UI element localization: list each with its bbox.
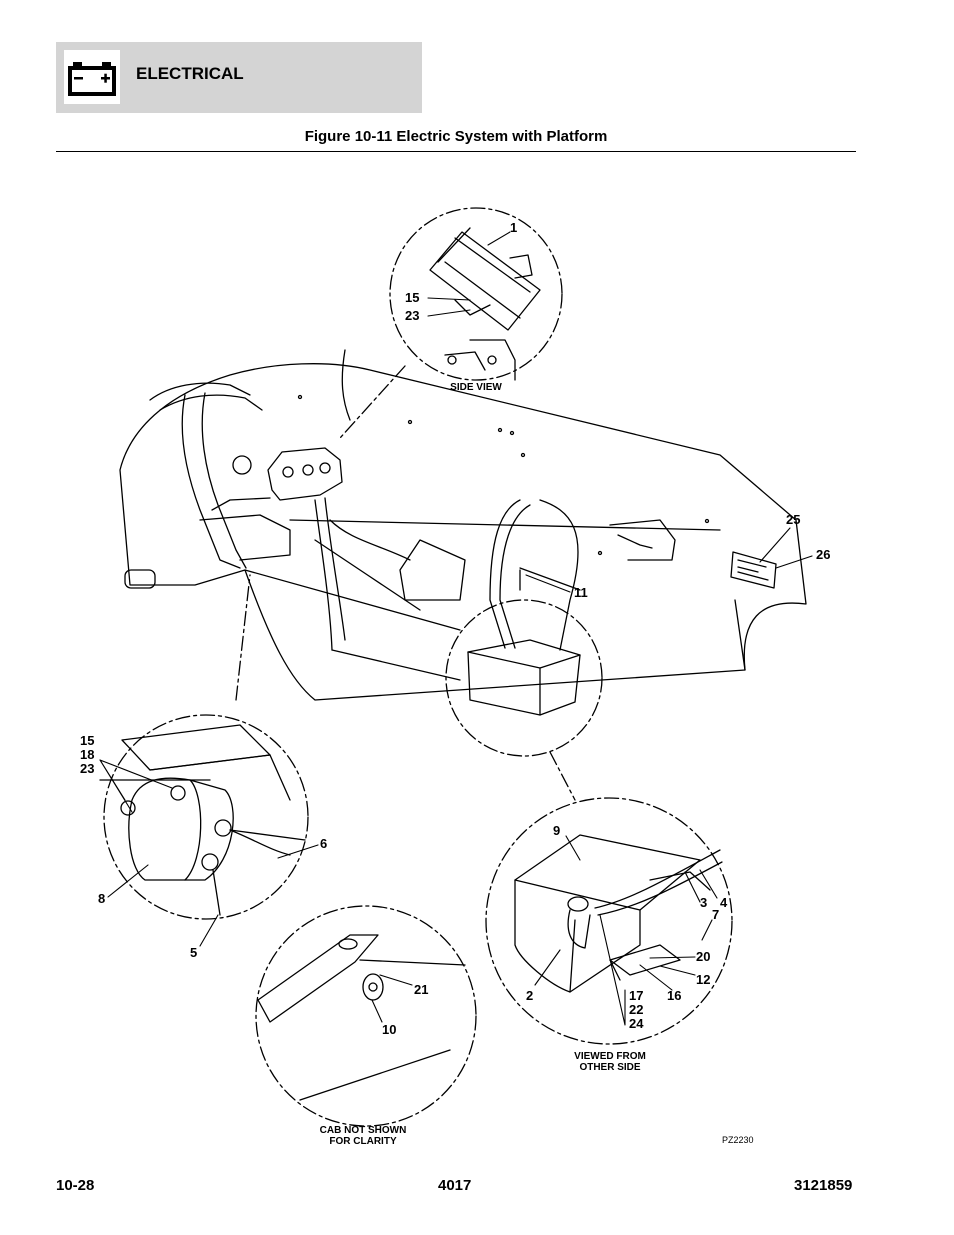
callout-1: 1: [510, 220, 518, 235]
solenoid-detail: [99, 574, 309, 920]
callout-11: 11: [574, 585, 588, 600]
callout-8: 8: [98, 891, 106, 906]
callout-16: 16: [667, 988, 682, 1003]
callout-18: 18: [80, 747, 95, 762]
platform-body: [119, 349, 807, 716]
callout-15-left: 15: [80, 733, 95, 748]
callout-23: 23: [405, 308, 420, 323]
callout-17: 17: [629, 988, 644, 1003]
callout-26: 26: [816, 547, 831, 562]
footer-model: 4017: [438, 1177, 472, 1194]
header-rule: [56, 151, 856, 152]
viewed-from-other-side-label: VIEWED FROM OTHER SIDE: [574, 1051, 646, 1073]
horn-detail: [255, 905, 477, 1127]
section-header: ELECTRICAL: [56, 42, 422, 113]
callout-9: 9: [553, 823, 561, 838]
callout-2: 2: [526, 988, 534, 1003]
cab-not-shown-label: CAB NOT SHOWN FOR CLARITY: [319, 1125, 407, 1147]
callout-5: 5: [190, 945, 198, 960]
side-view-label: SIDE VIEW: [450, 382, 502, 393]
battery-detail: [485, 797, 733, 1045]
callout-7: 7: [712, 907, 720, 922]
callout-4: 4: [720, 895, 728, 910]
callout-6: 6: [320, 836, 328, 851]
section-title: ELECTRICAL: [136, 64, 244, 83]
callout-3: 3: [700, 895, 708, 910]
leader-lines: [99, 231, 813, 1026]
callout-25: 25: [786, 512, 801, 527]
battery-icon: [64, 50, 120, 104]
callout-10: 10: [382, 1022, 397, 1037]
callout-23-left: 23: [80, 761, 95, 776]
footer-page-number: 10-28: [56, 1177, 95, 1194]
callout-20: 20: [696, 949, 711, 964]
callout-12: 12: [696, 972, 711, 987]
callout-24: 24: [629, 1016, 644, 1031]
callout-15: 15: [405, 290, 420, 305]
side-view-detail: [339, 207, 563, 439]
figure-title: Figure 10-11 Electric System with Platfo…: [304, 128, 608, 145]
drawing-code: PZ2230: [722, 1135, 754, 1145]
footer-doc-number: 3121859: [794, 1177, 853, 1194]
callout-21: 21: [414, 982, 429, 997]
callout-22: 22: [629, 1002, 644, 1017]
